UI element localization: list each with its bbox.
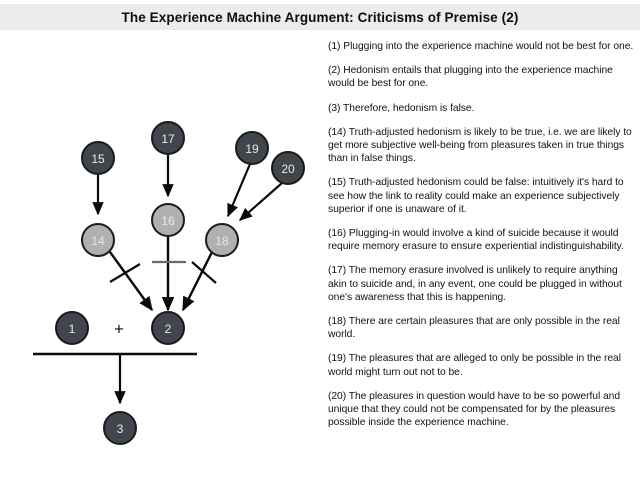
rebuttal-strike-18 (191, 261, 217, 284)
argument-map-diagram: + 15 17 19 20 14 (0, 34, 324, 480)
edge-18-to-2 (181, 251, 217, 312)
node-14[interactable]: 14 (81, 223, 115, 257)
slide-title-bar: The Experience Machine Argument: Critici… (0, 4, 640, 30)
node-20[interactable]: 20 (271, 151, 305, 185)
node-1[interactable]: 1 (55, 311, 89, 345)
node-3[interactable]: 3 (103, 411, 137, 445)
plus-sign: + (114, 320, 124, 339)
node-17[interactable]: 17 (151, 121, 185, 155)
premise-item-14: (14) Truth-adjusted hedonism is likely t… (328, 126, 632, 165)
node-16[interactable]: 16 (151, 203, 185, 237)
premise-item-18: (18) There are certain pleasures that ar… (328, 316, 620, 341)
node-18[interactable]: 18 (205, 223, 239, 257)
edge-14-to-2 (109, 251, 153, 312)
premise-item-20: (20) The pleasures in question would hav… (328, 390, 621, 429)
edge-19-to-18 (226, 163, 252, 218)
premise-item-19: (19) The pleasures that are alleged to o… (328, 353, 621, 378)
premise-item-16: (16) Plugging-in would involve a kind of… (328, 228, 624, 253)
page-title: The Experience Machine Argument: Critici… (121, 9, 519, 25)
node-2[interactable]: 2 (151, 311, 185, 345)
premise-item-2: (2) Hedonism entails that plugging into … (328, 65, 613, 90)
premise-item-1: (1) Plugging into the experience machine… (328, 41, 634, 52)
edge-16-to-2 (152, 236, 186, 312)
premise-item-17: (17) The memory erasure involved is unli… (328, 265, 622, 303)
argument-map-svg: + 15 17 19 20 14 (33, 121, 305, 445)
premise-item-15: (15) Truth-adjusted hedonism could be fa… (328, 177, 624, 215)
premise-item-3: (3) Therefore, hedonism is false. (328, 102, 475, 114)
premise-list: (1) Plugging into the experience machine… (328, 40, 634, 476)
edge-20-to-18 (239, 182, 283, 221)
node-19[interactable]: 19 (235, 131, 269, 165)
rebuttal-strike-14 (109, 263, 141, 283)
node-15[interactable]: 15 (81, 141, 115, 175)
